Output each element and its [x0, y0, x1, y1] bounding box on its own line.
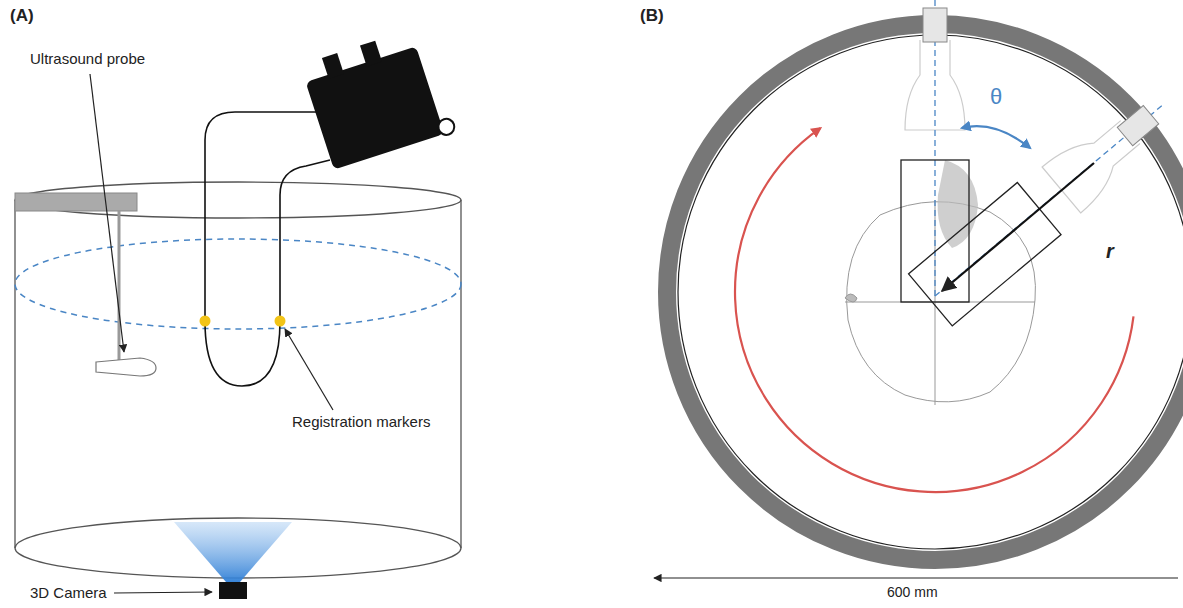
probe-mount	[15, 193, 137, 211]
scanner-cable	[205, 112, 330, 386]
angle-symbol: θ	[990, 84, 1002, 109]
tank	[15, 182, 461, 578]
probe-stem	[118, 211, 121, 360]
part-label: Registration markers	[292, 413, 430, 430]
tank-wall	[667, 24, 1183, 560]
radius-arrow	[942, 163, 1094, 291]
ultrasound-probe	[96, 358, 156, 376]
camera-field	[174, 522, 292, 582]
tank-inner	[678, 35, 1183, 549]
part-label: Ultrasound probe	[30, 50, 145, 67]
scanner-device	[300, 26, 456, 172]
leader-line	[285, 329, 333, 410]
part-label: 3D Camera	[30, 584, 107, 601]
angle-arrow	[962, 126, 1030, 148]
rotation-arrow	[735, 128, 1134, 492]
rotated-probe	[909, 77, 1183, 326]
registration-marker	[275, 316, 286, 327]
panel-letter: (B)	[640, 6, 664, 26]
camera-body	[219, 582, 247, 599]
dimension-label: 600 mm	[887, 584, 938, 600]
probe-slot	[923, 8, 947, 42]
tissue	[938, 160, 978, 248]
registration-marker	[200, 316, 211, 327]
radius-symbol: r	[1106, 240, 1114, 263]
leader-line	[114, 592, 212, 593]
leader-line	[90, 74, 124, 352]
scan-plane	[15, 239, 461, 329]
dimension-line	[654, 577, 1178, 578]
panel-letter: (A)	[10, 6, 34, 26]
